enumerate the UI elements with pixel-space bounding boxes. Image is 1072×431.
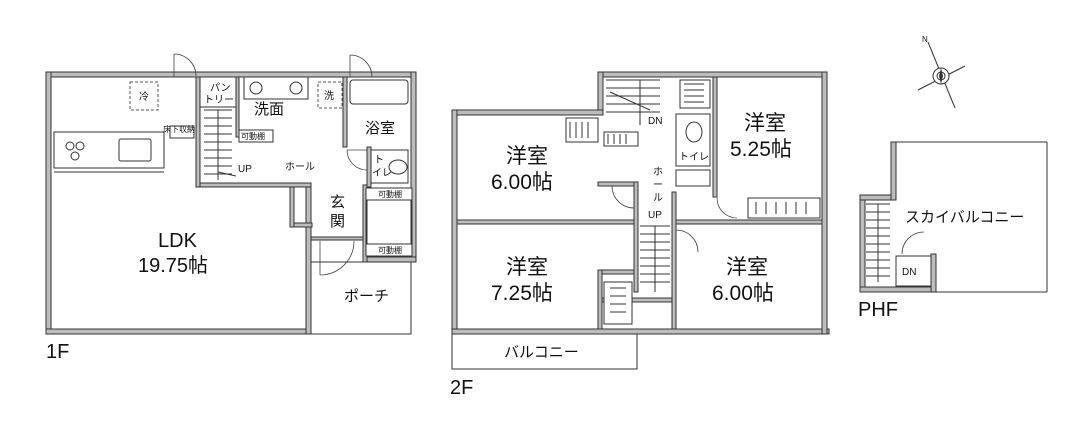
stair-phf: [866, 203, 890, 282]
compass-north-label: N: [922, 35, 928, 44]
shelf-label-1f-c: 可動棚: [378, 245, 402, 255]
ldk-size: 19.75帖: [138, 254, 208, 277]
room-ne-size: 5.25帖: [730, 138, 792, 161]
sky-balcony-label: スカイバルコニー: [905, 209, 1024, 226]
stair-dn-label-phf: DN: [902, 267, 916, 278]
washer-label: 洗: [324, 90, 334, 102]
shelf-label-1f-a: 可動棚: [241, 131, 265, 141]
hall-label-1f: ホール: [285, 161, 315, 173]
room-nw-name: 洋室: [506, 145, 548, 168]
pantry-label-top: パン: [210, 82, 231, 94]
room-se-size: 6.00帖: [712, 282, 774, 305]
fridge-icon: [129, 81, 159, 111]
underfloor-storage-label: 床下収納: [163, 124, 195, 134]
roof-floor-plan: DN スカイバルコニー PHF: [858, 141, 1048, 321]
ldk-name: LDK: [158, 230, 198, 252]
compass-icon: N: [917, 35, 966, 109]
stair-dn-label-2f: DN: [648, 116, 662, 127]
stair-2f-top: [606, 79, 660, 125]
balcony-label: バルコニー: [504, 344, 579, 361]
room-nw-size: 6.00帖: [491, 171, 553, 194]
floor-label-2f: 2F: [450, 377, 473, 399]
entrance-label-top: 玄: [330, 194, 345, 211]
pantry-label-bottom: トリー: [204, 95, 234, 106]
stair-up-label-2f: UP: [648, 210, 662, 221]
stair-2f-lower: [640, 225, 670, 292]
second-floor-plan: DN トイレ ホ ー ル UP 洋室 6.00帖 洋室 5.: [450, 71, 830, 399]
toilet-label-bottom-1f: イレ: [372, 168, 392, 179]
toilet-label-top-1f: ト: [374, 155, 384, 166]
floor-label-phf: PHF: [858, 299, 898, 321]
room-se-name: 洋室: [726, 256, 768, 279]
entrance-label-bottom: 関: [330, 213, 345, 230]
room-ne-name: 洋室: [744, 112, 786, 135]
washer-icon: [317, 81, 343, 109]
fridge-label: 冷: [139, 90, 149, 103]
porch-area: [310, 261, 412, 335]
toilet-label-2f: トイレ: [679, 152, 709, 163]
stair-up-label-1f: UP: [238, 164, 252, 175]
hall-label-2f-2: ー: [653, 180, 663, 191]
stair-1f: [204, 109, 237, 180]
washroom-label: 洗面: [254, 101, 284, 118]
room-sw-name: 洋室: [506, 256, 548, 279]
first-floor-plan: 冷 床下収納 パン トリー 洗面 洗 浴室 可動棚 U: [45, 53, 417, 363]
hall-label-2f-1: ホ: [653, 166, 663, 178]
hall-label-2f-3: ル: [653, 193, 663, 204]
room-sw-size: 7.25帖: [491, 282, 553, 305]
bath-label: 浴室: [365, 120, 395, 137]
shelf-label-1f-b: 可動棚: [378, 189, 402, 199]
floor-label-1f: 1F: [46, 341, 69, 363]
porch-label: ポーチ: [344, 288, 389, 305]
